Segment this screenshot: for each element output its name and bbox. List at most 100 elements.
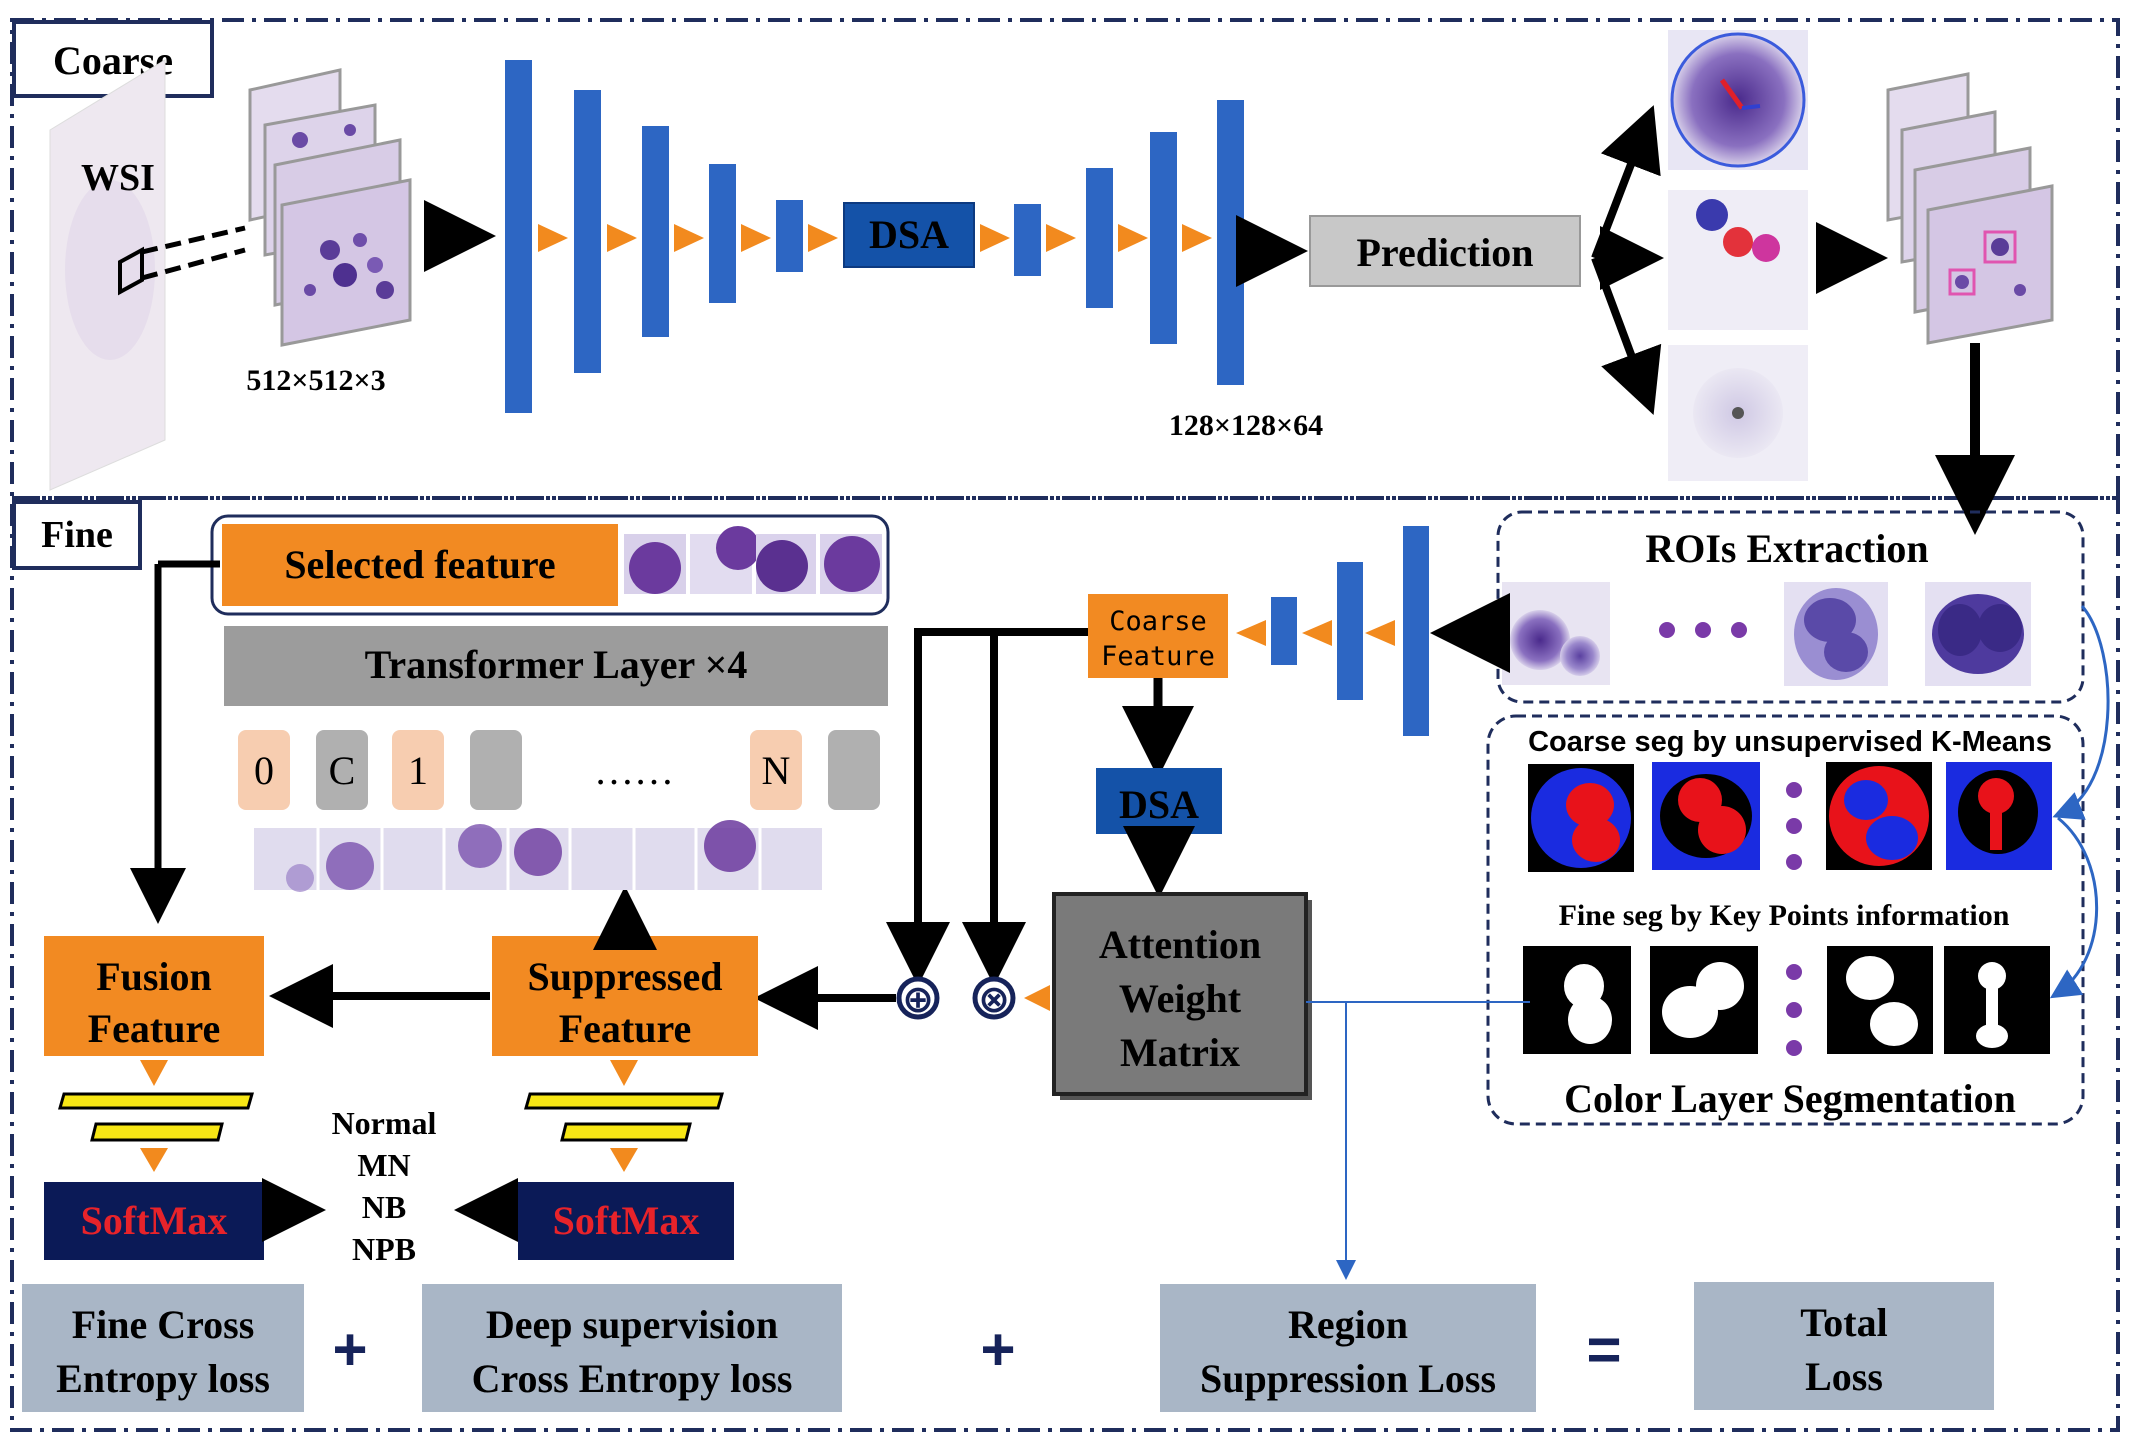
loss-deep-box	[422, 1284, 842, 1412]
prediction-fanout	[1591, 105, 1664, 415]
fine-block-3	[1271, 597, 1297, 665]
wsi-tissue	[65, 180, 155, 360]
class-labels: Normal MN NB NPB	[332, 1105, 437, 1267]
loss-region-line1: Region	[1288, 1302, 1408, 1347]
decoder-block-4	[1217, 100, 1244, 385]
prediction-maps	[1668, 30, 1808, 481]
loss-fine-box	[22, 1284, 304, 1412]
decoder-block-2	[1086, 168, 1113, 308]
token-c-label: C	[329, 748, 356, 793]
times-op: ⊗	[978, 979, 1010, 1021]
attention-line2: Weight	[1119, 976, 1242, 1021]
decoder-block-1	[1014, 204, 1041, 276]
fine-dsa: DSA	[1119, 782, 1199, 827]
selected-feature-label: Selected feature	[284, 542, 555, 587]
token-gray-2	[828, 730, 880, 810]
loss-equals: =	[1586, 1316, 1621, 1383]
encoder	[505, 60, 838, 413]
times-op-circle	[972, 976, 1016, 1020]
coarse-dsa: DSA	[869, 212, 949, 257]
loss-total-line1: Total	[1800, 1300, 1887, 1345]
transformer-label: Transformer Layer ×4	[365, 642, 748, 687]
selected-feature-patches	[624, 526, 882, 594]
coarse-tag-box	[12, 20, 214, 98]
attention-line1: Attention	[1099, 922, 1261, 967]
keypoint-masks	[1523, 946, 2050, 1056]
encoder-block-1	[505, 60, 532, 413]
token-c	[316, 730, 368, 810]
fine-extractor	[1236, 526, 1429, 736]
coarse-dsa-box	[843, 202, 975, 268]
input-dims: 512×512×3	[246, 364, 385, 397]
encoder-block-2	[574, 90, 601, 373]
loss-fine-line1: Fine Cross	[72, 1302, 255, 1347]
prediction-box	[1309, 215, 1581, 287]
plus-op: ⊕	[902, 979, 934, 1021]
softmax-left: SoftMax	[81, 1198, 228, 1243]
loss-deep-line2: Cross Entropy loss	[472, 1356, 793, 1401]
coarse-feature-line2: Feature	[1101, 641, 1215, 672]
color-layer-seg-title: Color Layer Segmentation	[1564, 1076, 2016, 1121]
suppressed-line2: Feature	[559, 1006, 692, 1051]
output-dims: 128×128×64	[1169, 409, 1323, 442]
attention-to-mult-arrow	[1024, 985, 1050, 1011]
fusion-feature-box	[44, 936, 264, 1056]
wsi-patch-marker	[118, 246, 144, 296]
decoder	[980, 100, 1244, 385]
patch-strip	[254, 820, 822, 892]
plus-op-circle	[896, 976, 940, 1020]
transformer-box	[224, 626, 888, 706]
prediction-map-2	[1668, 190, 1808, 330]
token-0	[238, 730, 290, 810]
token-gray-1	[470, 730, 522, 810]
class-mn: MN	[357, 1147, 410, 1183]
encoder-block-3	[642, 126, 669, 337]
class-nb: NB	[362, 1189, 406, 1225]
encoder-block-4	[709, 164, 736, 303]
coarse-frame	[10, 18, 2120, 500]
input-patch-stack	[248, 68, 412, 347]
decoder-block-3	[1150, 132, 1177, 344]
class-npb: NPB	[352, 1231, 416, 1267]
token-1-label: 1	[408, 748, 428, 793]
fine-seg-title: Fine seg by Key Points information	[1559, 899, 2010, 932]
loss-deep-line1: Deep supervision	[486, 1302, 778, 1347]
curve-roi-to-coarse-seg	[2052, 605, 2110, 820]
loss-fine-line2: Entropy loss	[56, 1356, 270, 1401]
token-row: 0 C 1 …… N	[238, 730, 880, 810]
token-1	[392, 730, 444, 810]
class-normal: Normal	[332, 1105, 437, 1141]
encoder-block-5	[776, 200, 803, 272]
zoom-line-top	[141, 225, 246, 255]
roi-thumbnails	[1502, 582, 2031, 686]
loss-region-box	[1160, 1284, 1536, 1412]
token-0-label: 0	[254, 748, 274, 793]
fine-block-2	[1337, 562, 1363, 700]
right-classifier	[524, 1060, 724, 1172]
zoom-line-bottom	[141, 247, 246, 281]
suppressed-line1: Suppressed	[528, 954, 723, 999]
fusion-line2: Feature	[88, 1006, 221, 1051]
kmeans-masks	[1528, 762, 2052, 872]
segmentation-panel	[1486, 714, 2085, 1126]
softmax-right: SoftMax	[553, 1198, 700, 1243]
suppressed-feature-box	[492, 936, 758, 1056]
fine-frame	[10, 496, 2120, 1432]
loss-total-box	[1694, 1282, 1994, 1410]
fine-tag: Fine	[41, 514, 113, 556]
token-ellipsis: ……	[594, 748, 674, 793]
selected-feature-box	[222, 524, 618, 606]
fusion-line1: Fusion	[96, 954, 212, 999]
roi-stack	[1886, 72, 2054, 345]
token-n-label: N	[762, 748, 791, 793]
loss-region-line2: Suppression Loss	[1200, 1356, 1496, 1401]
token-n	[750, 730, 802, 810]
loss-plus-2: +	[980, 1316, 1015, 1383]
attention-line3: Matrix	[1120, 1030, 1240, 1075]
fine-block-1	[1403, 526, 1429, 736]
curve-coarse-to-fine-seg	[2049, 816, 2099, 999]
feature-branches	[886, 628, 1088, 986]
loss-total-line2: Loss	[1805, 1354, 1883, 1399]
